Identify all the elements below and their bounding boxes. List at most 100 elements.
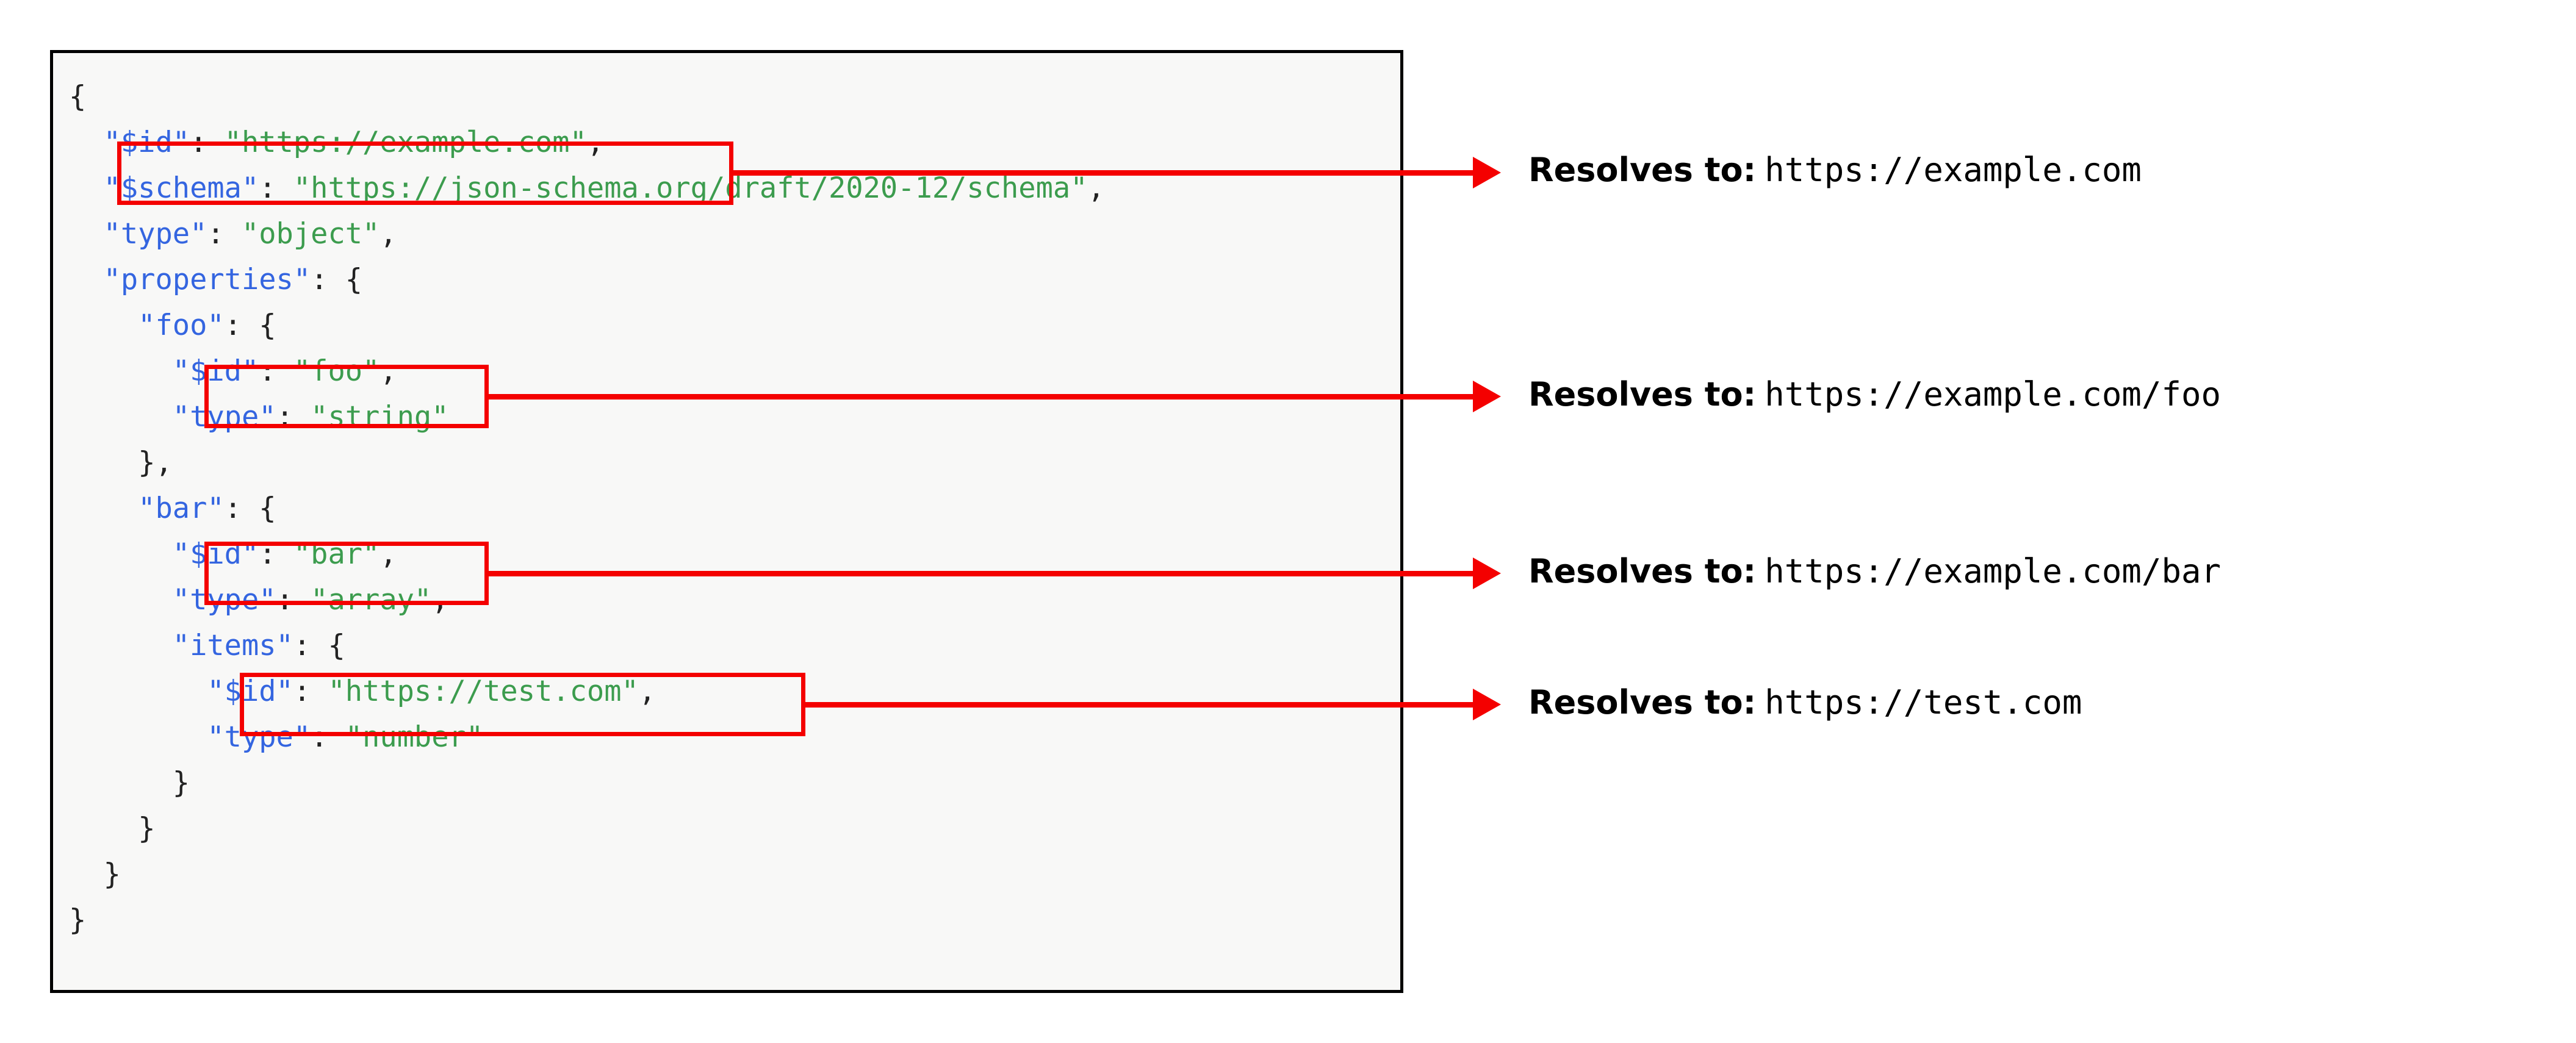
- code-line: }: [53, 897, 1416, 943]
- code-token-punct: ,: [586, 126, 605, 159]
- resolved-uri-value: https://test.com: [1765, 683, 2082, 722]
- code-token-punct: ,: [1087, 171, 1105, 205]
- code-indent: [69, 263, 104, 296]
- code-line: }: [53, 851, 1416, 897]
- code-token-punct: ,: [431, 583, 449, 617]
- code-token-str: "number": [345, 720, 484, 754]
- code-token-punct: {: [69, 80, 87, 113]
- code-token-str: "https://test.com": [328, 675, 639, 708]
- code-token-punct: }: [103, 858, 121, 891]
- code-token-punct: :: [276, 400, 311, 434]
- annotation-root: Resolves to:https://example.com: [1528, 154, 2142, 187]
- code-indent: [69, 492, 138, 525]
- resolved-uri-value: https://example.com/bar: [1765, 552, 2221, 590]
- code-token-punct: : {: [224, 309, 276, 342]
- code-token-str: "https://json-schema.org/draft/2020-12/s…: [293, 171, 1088, 205]
- json-schema-code-panel: { "$id": "https://example.com", "$schema…: [50, 50, 1403, 993]
- code-token-key: "$id": [172, 354, 259, 388]
- code-token-punct: }: [69, 903, 87, 937]
- code-token-punct: : {: [224, 492, 276, 525]
- resolves-to-label: Resolves to:: [1528, 151, 1757, 189]
- arrow-root-head: [1473, 157, 1501, 188]
- code-token-punct: :: [311, 720, 345, 754]
- code-line: "$id": "https://example.com",: [53, 120, 1416, 165]
- code-token-key: "properties": [103, 263, 311, 296]
- code-line: "$schema": "https://json-schema.org/draf…: [53, 165, 1416, 211]
- code-token-punct: : {: [311, 263, 363, 296]
- code-line: "$id": "https://test.com",: [53, 668, 1416, 714]
- annotation-foo: Resolves to:https://example.com/foo: [1528, 378, 2221, 411]
- code-line: {: [53, 74, 1416, 120]
- code-line: },: [53, 440, 1416, 486]
- code-token-str: "array": [311, 583, 432, 617]
- code-line: "foo": {: [53, 303, 1416, 348]
- code-token-punct: ,: [380, 354, 397, 388]
- code-line: "type": "array",: [53, 577, 1416, 623]
- code-line: }: [53, 760, 1416, 806]
- code-token-str: "foo": [293, 354, 380, 388]
- code-line: "$id": "bar",: [53, 531, 1416, 577]
- code-token-punct: ,: [380, 217, 397, 251]
- resolved-uri-value: https://example.com/foo: [1765, 375, 2221, 414]
- code-indent: [69, 812, 138, 845]
- code-indent: [69, 400, 173, 434]
- arrow-items-line: [805, 702, 1473, 708]
- code-line: "$id": "foo",: [53, 348, 1416, 394]
- code-token-key: "$id": [172, 537, 259, 571]
- code-token-key: "type": [103, 217, 207, 251]
- code-token-punct: }: [138, 812, 156, 845]
- code-token-key: "foo": [138, 309, 225, 342]
- code-token-punct: :: [259, 537, 293, 571]
- code-line: "type": "number": [53, 714, 1416, 760]
- code-indent: [69, 675, 207, 708]
- resolved-uri-value: https://example.com: [1765, 151, 2142, 189]
- code-line: }: [53, 806, 1416, 851]
- code-token-key: "items": [172, 629, 293, 662]
- code-indent: [69, 858, 104, 891]
- code-token-punct: ,: [638, 675, 657, 708]
- json-code-listing: { "$id": "https://example.com", "$schema…: [53, 53, 1400, 990]
- arrow-bar-line: [489, 571, 1473, 576]
- code-token-punct: :: [276, 583, 311, 617]
- code-token-punct: :: [207, 217, 242, 251]
- code-token-str: "string": [311, 400, 449, 434]
- code-token-punct: :: [293, 675, 328, 708]
- resolves-to-label: Resolves to:: [1528, 552, 1757, 590]
- code-line: "type": "object",: [53, 211, 1416, 257]
- code-indent: [69, 217, 104, 251]
- resolves-to-label: Resolves to:: [1528, 375, 1757, 414]
- code-line: "items": {: [53, 623, 1416, 668]
- code-indent: [69, 629, 173, 662]
- code-token-punct: :: [259, 171, 293, 205]
- code-token-punct: }: [172, 766, 190, 800]
- arrow-foo-line: [489, 394, 1473, 400]
- code-token-punct: : {: [293, 629, 345, 662]
- code-token-key: "type": [172, 583, 276, 617]
- code-indent: [69, 354, 173, 388]
- code-indent: [69, 583, 173, 617]
- code-indent: [69, 537, 173, 571]
- code-token-punct: :: [190, 126, 225, 159]
- code-indent: [69, 126, 104, 159]
- arrow-foo-head: [1473, 381, 1501, 412]
- code-token-str: "https://example.com": [224, 126, 587, 159]
- code-token-punct: :: [259, 354, 293, 388]
- code-indent: [69, 309, 138, 342]
- code-token-key: "bar": [138, 492, 225, 525]
- annotation-bar: Resolves to:https://example.com/bar: [1528, 555, 2221, 588]
- code-indent: [69, 766, 173, 800]
- code-line: "bar": {: [53, 486, 1416, 531]
- code-indent: [69, 720, 207, 754]
- code-token-key: "type": [172, 400, 276, 434]
- code-token-key: "$id": [207, 675, 293, 708]
- code-token-str: "object": [241, 217, 380, 251]
- code-token-key: "type": [207, 720, 311, 754]
- code-token-str: "bar": [293, 537, 380, 571]
- code-line: "properties": {: [53, 257, 1416, 303]
- annotation-items: Resolves to:https://test.com: [1528, 686, 2082, 719]
- code-indent: [69, 446, 138, 479]
- code-token-punct: ,: [380, 537, 397, 571]
- arrow-items-head: [1473, 689, 1501, 720]
- resolves-to-label: Resolves to:: [1528, 683, 1757, 722]
